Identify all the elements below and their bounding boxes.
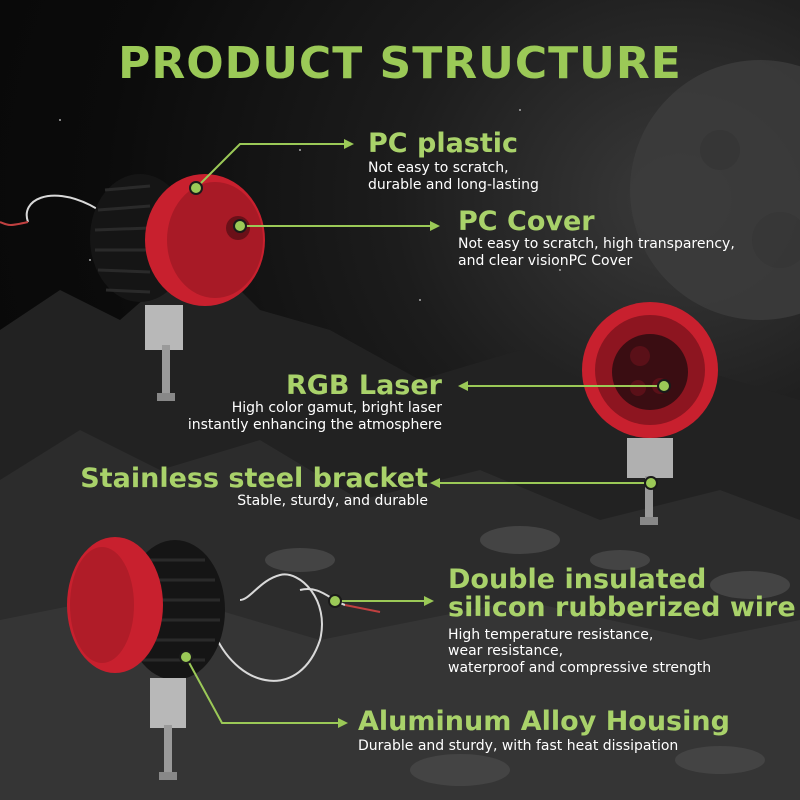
callout-desc: durable and long-lasting [368, 177, 539, 194]
housing-dot [179, 650, 193, 664]
callout-desc: Durable and sturdy, with fast heat dissi… [358, 738, 679, 755]
lamp-top-left [0, 174, 265, 401]
callout-wire: Double insulated silicon rubberized wire… [448, 564, 796, 677]
callout-pc-plastic: PC plastic Not easy to scratch, durable … [368, 128, 539, 194]
callout-bracket: Stainless steel bracket Stable, sturdy, … [80, 463, 428, 510]
callout-desc: High color gamut, bright laser [231, 400, 442, 417]
lamp-bottom-left [67, 537, 381, 780]
bracket-dot [644, 476, 658, 490]
rgb-laser-dot [657, 379, 671, 393]
callout-desc: wear resistance, [448, 643, 564, 660]
callout-desc: waterproof and compressive strength [448, 660, 712, 677]
pc-plastic-dot [189, 181, 203, 195]
callout-heading: Stainless steel bracket [80, 463, 428, 494]
stars [59, 109, 561, 301]
callout-heading: PC Cover [458, 206, 595, 237]
callout-desc: Not easy to scratch, high transparency, [458, 236, 735, 253]
rocks [265, 526, 790, 786]
page-title: PRODUCT STRUCTURE [118, 38, 682, 89]
callout-desc: High temperature resistance, [448, 626, 654, 643]
callout-desc: Not easy to scratch, [368, 160, 509, 177]
pc-plastic-leader [195, 139, 354, 189]
callout-desc: instantly enhancing the atmosphere [187, 417, 442, 434]
callout-desc: Stable, sturdy, and durable [237, 493, 428, 510]
wire-dot [328, 594, 342, 608]
callout-pc-cover: PC Cover Not easy to scratch, high trans… [458, 206, 735, 270]
callout-heading: PC plastic [368, 128, 519, 159]
housing-leader [185, 656, 348, 728]
callout-heading: Aluminum Alloy Housing [358, 706, 730, 737]
callout-heading: RGB Laser [285, 370, 442, 401]
callout-housing: Aluminum Alloy Housing Durable and sturd… [358, 706, 730, 755]
lamp-right [582, 302, 718, 525]
callout-desc: and clear visionPC Cover [458, 253, 633, 270]
callout-heading: Double insulated [448, 564, 707, 595]
pc-cover-dot [233, 219, 247, 233]
callout-heading: silicon rubberized wire [448, 592, 796, 624]
callout-rgb-laser: RGB Laser High color gamut, bright laser… [187, 370, 442, 434]
